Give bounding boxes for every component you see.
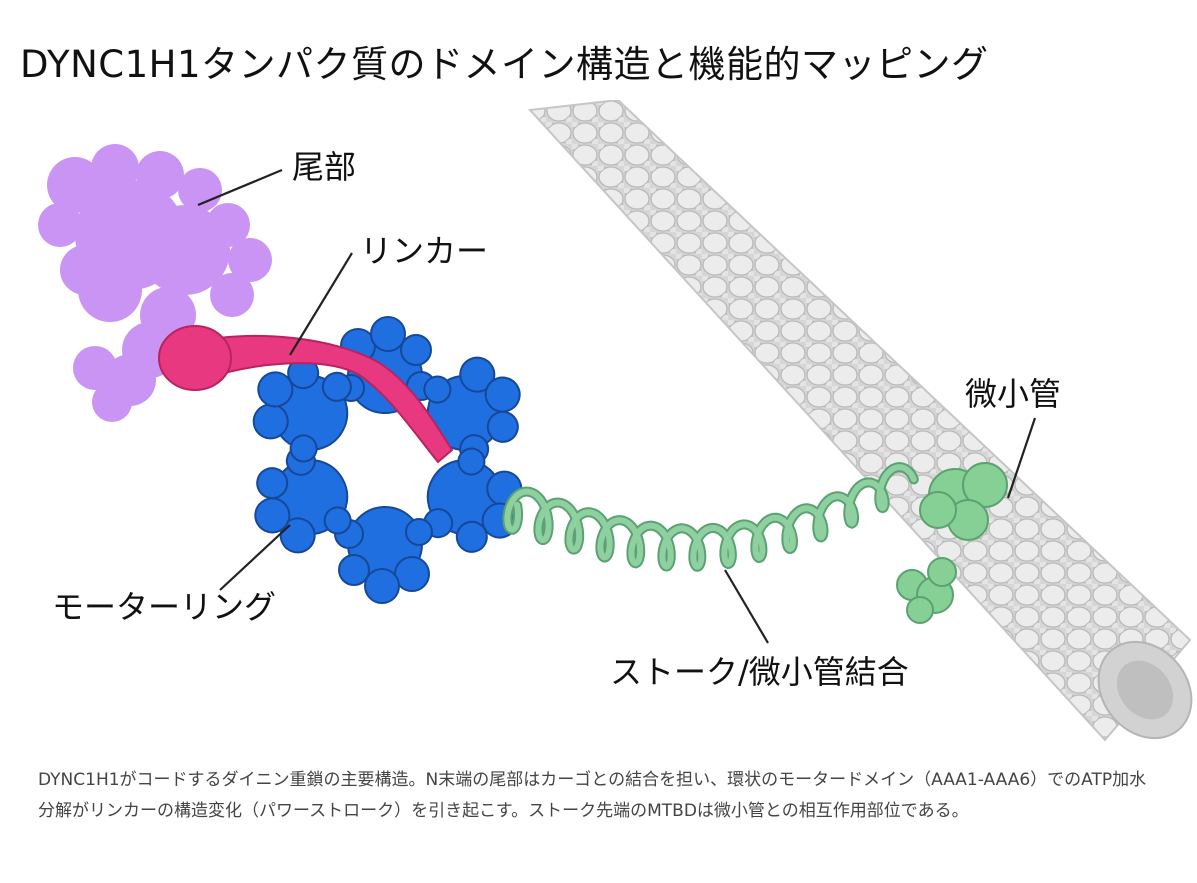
page-title: DYNC1H1タンパク質のドメイン構造と機能的マッピング bbox=[20, 34, 988, 88]
motor-ring-leader bbox=[220, 525, 290, 590]
stalk-leader bbox=[725, 570, 768, 643]
label-linker: リンカー bbox=[360, 232, 488, 270]
diagram: 尾部 リンカー モーターリング ストーク/微小管結合 微小管 bbox=[0, 100, 1197, 750]
stalk bbox=[507, 467, 913, 567]
label-stalk: ストーク/微小管結合 bbox=[610, 653, 909, 691]
label-tail: 尾部 bbox=[292, 148, 356, 186]
label-microtubule: 微小管 bbox=[965, 375, 1061, 413]
label-motor-ring: モーターリング bbox=[52, 588, 276, 626]
tail-domain bbox=[38, 144, 272, 422]
caption: DYNC1H1がコードするダイニン重鎖の主要構造。N末端の尾部はカーゴとの結合を… bbox=[38, 765, 1163, 827]
